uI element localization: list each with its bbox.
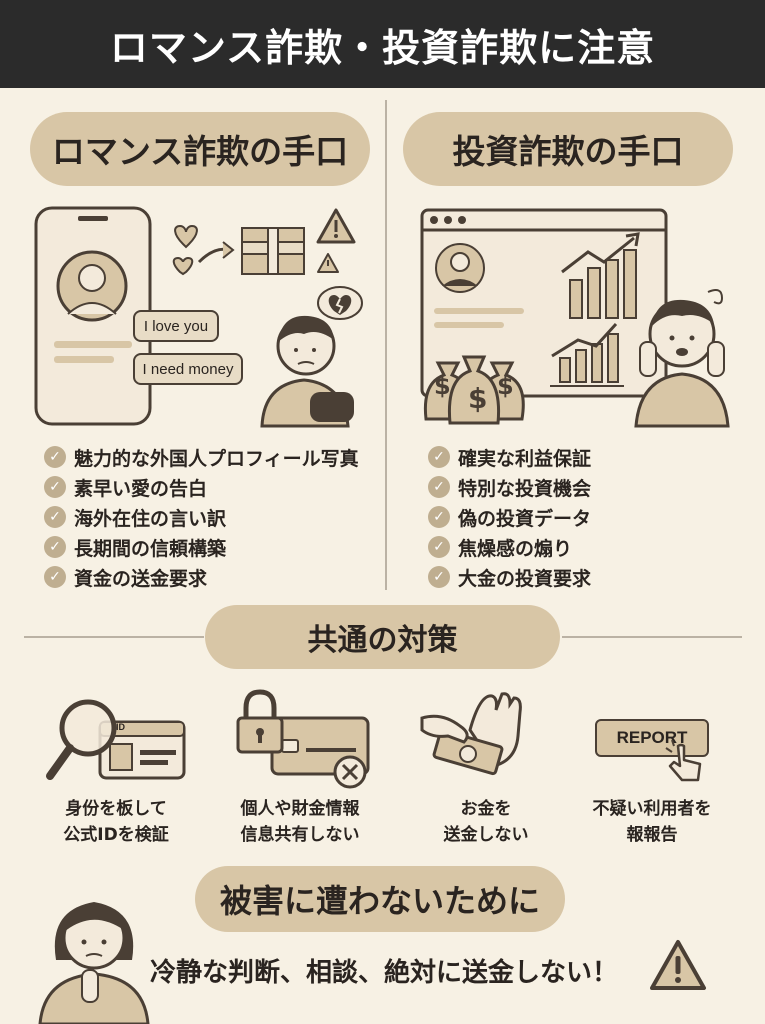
magnifier-id-card-icon: [46, 699, 186, 780]
check-icon: ✓: [44, 536, 66, 558]
romance-heading: ロマンス詐欺の手口: [30, 112, 370, 186]
measure-caption-1: 身份を板して公式IDを検証: [63, 799, 169, 845]
dollar-sign: $: [468, 382, 488, 415]
warning-icon: [316, 208, 356, 273]
arrow-right-icon: [197, 241, 235, 264]
list-item: ✓確実な利益保証: [428, 442, 591, 472]
heart-icon: [172, 224, 198, 276]
list-item: ✓魅力的な外国人プロフィール写真: [44, 442, 359, 472]
check-icon: ✓: [428, 506, 450, 528]
broken-heart-icon: [317, 286, 363, 320]
hand-money-icon: [420, 692, 522, 776]
check-icon: ✓: [44, 476, 66, 498]
list-item: ✓素早い愛の告白: [44, 472, 359, 502]
worried-man-icon: [260, 315, 354, 428]
warning-icon: [650, 940, 706, 990]
investment-heading: 投資詐欺の手口: [403, 112, 733, 186]
prevention-message: 冷静な判断、相談、絶対に送金しない！: [150, 958, 619, 988]
check-icon: ✓: [428, 536, 450, 558]
list-item: ✓焦燥感の煽り: [428, 532, 591, 562]
prevention-heading: 被害に遭わないために: [195, 866, 565, 932]
id-label: ID: [116, 722, 125, 732]
page-title: ロマンス詐欺・投資詐欺に注意: [0, 0, 765, 88]
money-bags-icon: [423, 355, 525, 425]
report-button: REPORT: [595, 719, 709, 757]
investment-points: ✓確実な利益保証 ✓特別な投資機会 ✓偽の投資データ ✓焦燥感の煽り ✓大金の投…: [428, 442, 591, 592]
check-icon: ✓: [44, 446, 66, 468]
check-icon: ✓: [428, 566, 450, 588]
measures-heading: 共通の対策: [205, 605, 560, 669]
dollar-sign: $: [434, 372, 451, 400]
worried-woman-icon: [38, 902, 150, 1024]
list-item: ✓特別な投資機会: [428, 472, 591, 502]
pointer-hand-icon: [665, 739, 702, 782]
list-item: ✓海外在住の言い訳: [44, 502, 359, 532]
measure-caption-2: 個人や財金情報信息共有しない: [240, 799, 360, 845]
chat-bubble-money: I need money: [133, 353, 243, 385]
measure-caption-3: お金を送金しない: [443, 799, 529, 845]
chat-bubble-love: I love you: [133, 310, 219, 342]
section-divider: [385, 100, 387, 590]
list-item: ✓資金の送金要求: [44, 562, 359, 592]
lock-credit-card-icon: [236, 689, 370, 789]
cash-stack-icon: [241, 227, 305, 275]
list-item: ✓長期間の信頼構築: [44, 532, 359, 562]
measure-caption-4: 不疑い利用者を報報告: [592, 799, 712, 845]
divider-right: [562, 636, 742, 638]
check-icon: ✓: [44, 566, 66, 588]
check-icon: ✓: [44, 506, 66, 528]
check-icon: ✓: [428, 476, 450, 498]
dollar-sign: $: [497, 372, 514, 400]
divider-left: [24, 636, 204, 638]
list-item: ✓大金の投資要求: [428, 562, 591, 592]
smartphone-icon: [34, 206, 152, 426]
romance-points: ✓魅力的な外国人プロフィール写真 ✓素早い愛の告白 ✓海外在住の言い訳 ✓長期間…: [44, 442, 359, 592]
check-icon: ✓: [428, 446, 450, 468]
browser-window-icon: [420, 208, 668, 398]
shocked-man-icon: [634, 289, 730, 428]
list-item: ✓偽の投資データ: [428, 502, 591, 532]
